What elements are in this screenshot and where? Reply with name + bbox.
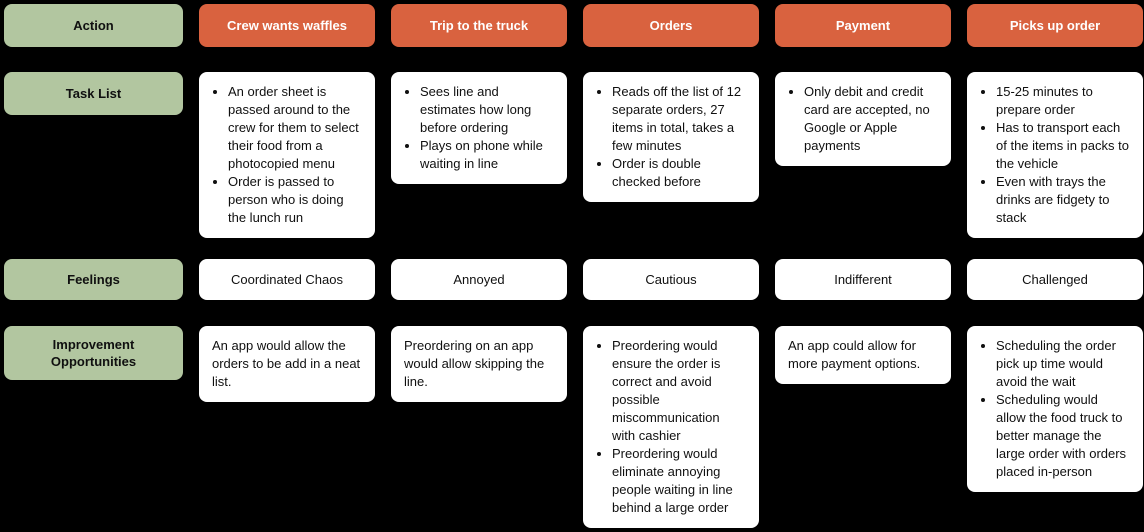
list-item: Has to transport each of the items in pa… [996,119,1130,173]
task-card-2[interactable]: Sees line and estimates how long before … [391,72,567,184]
stage-card-2[interactable]: Trip to the truck [391,4,567,47]
improvement-card-4[interactable]: An app could allow for more payment opti… [775,326,951,384]
improvement-card-4-text: An app could allow for more payment opti… [788,338,921,371]
task-card-5[interactable]: 15-25 minutes to prepare order Has to tr… [967,72,1143,238]
stage-card-5-label: Picks up order [1009,18,1101,33]
row-label-task-list-text: Task List [65,86,122,101]
list-item: Preordering would eliminate annoying peo… [612,445,746,517]
row-label-action[interactable]: Action [4,4,183,47]
row-gap-feelings-improvement [4,300,1140,326]
list-item: An order sheet is passed around to the c… [228,83,362,173]
improvement-card-1-text: An app would allow the orders to be add … [212,338,361,389]
feeling-card-5-text: Challenged [1022,271,1088,287]
row-label-improvement[interactable]: Improvement Opportunities [4,326,183,380]
header-row: Action Crew wants waffles Trip to the tr… [4,4,1143,47]
improvement-card-3-list: Preordering would ensure the order is co… [596,337,746,517]
feeling-card-5[interactable]: Challenged [967,259,1143,300]
feeling-card-3[interactable]: Cautious [583,259,759,300]
list-item: Reads off the list of 12 separate orders… [612,83,746,155]
improvement-card-2[interactable]: Preordering on an app would allow skippi… [391,326,567,402]
task-card-4-list: Only debit and credit card are accepted,… [788,83,938,155]
stage-card-3-label: Orders [649,18,693,33]
row-label-improvement-text: Improvement Opportunities [50,337,137,369]
task-card-3[interactable]: Reads off the list of 12 separate orders… [583,72,759,202]
row-label-feelings[interactable]: Feelings [4,259,183,300]
improvement-card-2-text: Preordering on an app would allow skippi… [404,338,545,389]
task-card-2-list: Sees line and estimates how long before … [404,83,554,173]
list-item: 15-25 minutes to prepare order [996,83,1130,119]
feeling-card-1-text: Coordinated Chaos [230,271,344,287]
feeling-card-4-text: Indifferent [834,271,892,287]
list-item: Sees line and estimates how long before … [420,83,554,137]
task-card-4[interactable]: Only debit and credit card are accepted,… [775,72,951,166]
list-item: Order is passed to person who is doing t… [228,173,362,227]
improvement-card-5[interactable]: Scheduling the order pick up time would … [967,326,1143,492]
feeling-card-4[interactable]: Indifferent [775,259,951,300]
feeling-card-2[interactable]: Annoyed [391,259,567,300]
stage-card-4-label: Payment [835,18,891,33]
list-item: Only debit and credit card are accepted,… [804,83,938,155]
list-item: Scheduling would allow the food truck to… [996,391,1130,481]
row-label-action-text: Action [73,18,114,33]
improvement-card-5-list: Scheduling the order pick up time would … [980,337,1130,481]
feelings-row: Feelings Coordinated Chaos Annoyed Cauti… [4,259,1143,300]
stage-card-1[interactable]: Crew wants waffles [199,4,375,47]
task-card-1[interactable]: An order sheet is passed around to the c… [199,72,375,238]
task-card-5-list: 15-25 minutes to prepare order Has to tr… [980,83,1130,227]
task-card-3-list: Reads off the list of 12 separate orders… [596,83,746,191]
task-list-row: Task List An order sheet is passed aroun… [4,72,1143,238]
stage-card-3[interactable]: Orders [583,4,759,47]
stage-card-1-label: Crew wants waffles [227,18,347,33]
list-item: Even with trays the drinks are fidgety t… [996,173,1130,227]
feeling-card-3-text: Cautious [645,271,697,287]
row-gap-header-tasks [4,47,1140,72]
task-card-1-list: An order sheet is passed around to the c… [212,83,362,227]
row-label-feelings-text: Feelings [67,272,120,287]
feeling-card-1[interactable]: Coordinated Chaos [199,259,375,300]
stage-card-4[interactable]: Payment [775,4,951,47]
list-item: Order is double checked before [612,155,746,191]
row-label-task-list[interactable]: Task List [4,72,183,115]
improvement-card-3[interactable]: Preordering would ensure the order is co… [583,326,759,528]
improvement-row: Improvement Opportunities An app would a… [4,326,1143,528]
row-gap-tasks-feelings [4,238,1140,259]
stage-card-2-label: Trip to the truck [429,18,529,33]
list-item: Preordering would ensure the order is co… [612,337,746,445]
improvement-card-1[interactable]: An app would allow the orders to be add … [199,326,375,402]
list-item: Plays on phone while waiting in line [420,137,554,173]
list-item: Scheduling the order pick up time would … [996,337,1130,391]
stage-card-5[interactable]: Picks up order [967,4,1143,47]
feeling-card-2-text: Annoyed [453,271,505,287]
